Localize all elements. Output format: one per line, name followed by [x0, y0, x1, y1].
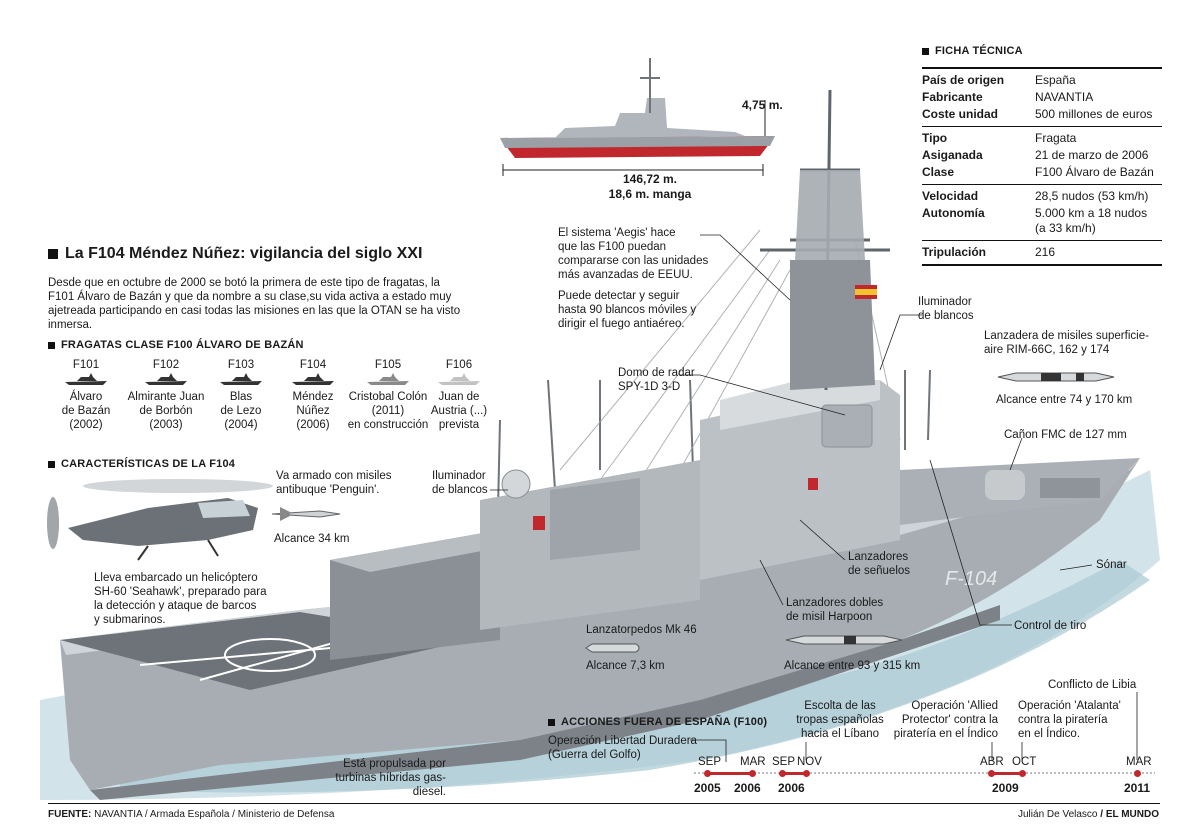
- month-label: MAR: [740, 756, 766, 768]
- length-dimension: 146,72 m.18,6 m. manga: [608, 172, 692, 201]
- page-title: La F104 Méndez Núñez: vigilancia del sig…: [48, 245, 422, 263]
- rim-missile-icon: [997, 372, 1115, 382]
- frigate-silhouette-icon: [438, 373, 480, 385]
- mission-bar-2006: [782, 772, 806, 775]
- section-square-icon: [548, 718, 555, 726]
- timeline-dot: [988, 770, 995, 777]
- timeline-dot: [1134, 770, 1141, 777]
- caracteristicas-heading: CARACTERÍSTICAS DE LA F104: [48, 458, 235, 470]
- month-label: ABR: [980, 756, 1004, 768]
- year-label: 2005: [694, 781, 721, 795]
- frigate-silhouette-icon: [220, 373, 262, 385]
- acciones-heading: ACCIONES FUERA DE ESPAÑA (F100): [548, 716, 767, 728]
- footer-credit: Julián De Velasco / EL MUNDO: [1018, 809, 1159, 820]
- timeline-dot: [704, 770, 711, 777]
- fragata-f105: F105 Cristobal Colón(2011)en construcció…: [345, 358, 431, 432]
- control-tiro-callout: Control de tiro: [1014, 620, 1087, 632]
- year-label: 2006: [734, 781, 761, 795]
- fragata-code: F104: [299, 359, 327, 371]
- fragata-code: F106: [445, 359, 473, 371]
- month-label: SEP: [772, 756, 796, 768]
- year-label: 2006: [778, 781, 805, 795]
- month-label: SEP: [698, 756, 722, 768]
- mission-bar-2009: [990, 772, 1024, 775]
- harpoon-missile-icon: [785, 635, 903, 645]
- helicopter-illustration: [47, 479, 273, 561]
- event-libertad-duradera: Operación Libertad Duradera(Guerra del G…: [548, 735, 697, 761]
- bow-number: F-104: [945, 568, 997, 590]
- section-square-icon: [48, 460, 55, 468]
- alcance-rim: Alcance entre 74 y 170 km: [996, 394, 1133, 406]
- mission-bar-2005-2006: [708, 772, 752, 775]
- torpedo-icon: [585, 643, 640, 653]
- timeline-dot: [1019, 770, 1026, 777]
- alcance-harpoon: Alcance entre 93 y 315 km: [784, 660, 921, 672]
- frigate-silhouette-icon: [145, 373, 187, 385]
- frigate-silhouette-icon: [65, 373, 107, 385]
- alcance-penguin: Alcance 34 km: [274, 533, 350, 545]
- year-label: 2011: [1124, 781, 1151, 795]
- frigate-silhouette-icon: [292, 373, 334, 385]
- fragata-code: F105: [374, 359, 402, 371]
- torpedos-callout: Lanzatorpedos Mk 46: [586, 624, 697, 636]
- timeline-dot: [779, 770, 786, 777]
- section-square-icon: [922, 47, 929, 55]
- fragatas-heading: FRAGATAS CLASE F100 ÁLVARO DE BAZÁN: [48, 339, 304, 351]
- fragata-code: F102: [152, 359, 180, 371]
- penguin-missile-icon: [271, 507, 341, 521]
- month-label: NOV: [797, 756, 822, 768]
- year-label: 2009: [992, 781, 1019, 795]
- frigate-silhouette-icon: [367, 373, 409, 385]
- footer-rule: [48, 803, 1160, 804]
- fragata-code: F103: [227, 359, 255, 371]
- month-label: OCT: [1012, 756, 1037, 768]
- timeline-dot: [749, 770, 756, 777]
- timeline-dot: [803, 770, 810, 777]
- month-label: MAR: [1126, 756, 1152, 768]
- event-libia: Conflicto de Libia: [1048, 679, 1137, 691]
- section-square-icon: [48, 341, 55, 349]
- footer-source: FUENTE: NAVANTIA / Armada Española / Min…: [48, 809, 335, 820]
- rim-callout: Lanzadera de misiles superficie-aire RIM…: [984, 330, 1149, 356]
- section-square-icon: [48, 248, 58, 259]
- alcance-torpedos: Alcance 7,3 km: [586, 660, 665, 672]
- ship-profile-silhouette: [500, 58, 775, 176]
- ficha-heading: FICHA TÉCNICA: [922, 45, 1023, 57]
- fragata-code: F101: [72, 359, 100, 371]
- height-dimension: 4,75 m.: [742, 98, 783, 112]
- canon-callout: Cañon FMC de 127 mm: [1004, 429, 1127, 441]
- intro-text: Desde que en octubre de 2000 se botó la …: [48, 277, 461, 331]
- sonar-callout: Sónar: [1096, 559, 1127, 571]
